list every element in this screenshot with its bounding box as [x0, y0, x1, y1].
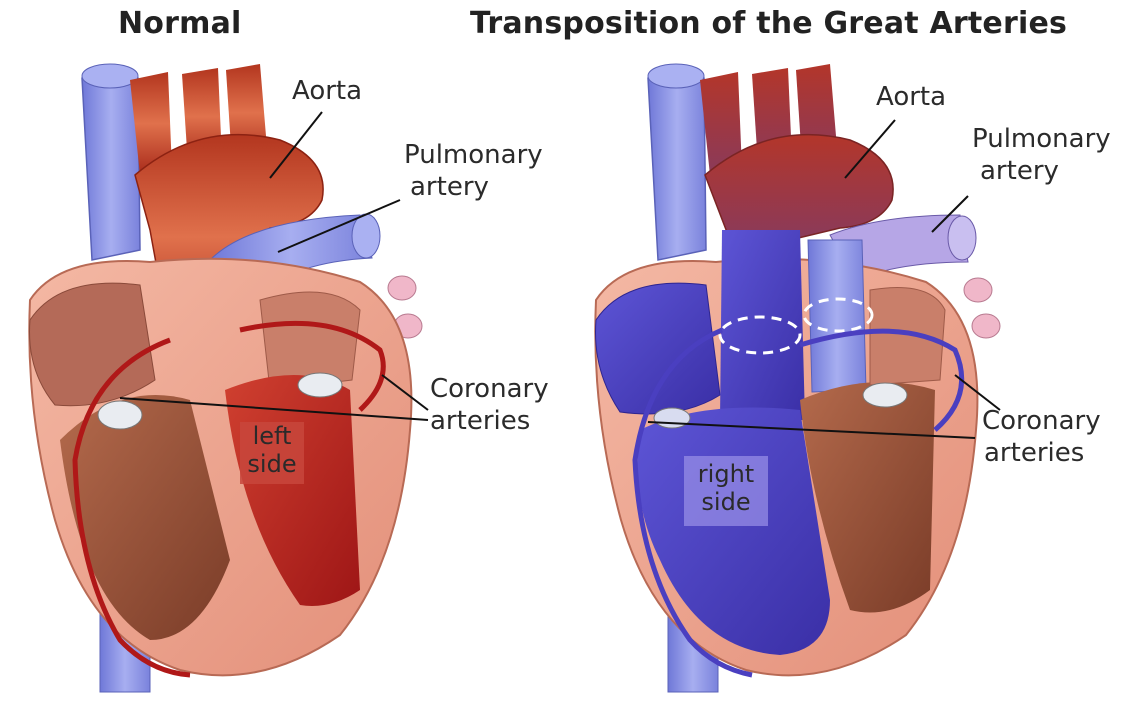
right-ventricle	[638, 408, 831, 656]
tga-pulmonary-label-line1: Pulmonary	[972, 124, 1111, 154]
superior-vena-cava	[648, 69, 706, 260]
pulmonary-opening	[948, 216, 976, 260]
tga-heart	[595, 64, 1000, 692]
normal-side-line2: side	[240, 450, 304, 478]
valve	[298, 373, 342, 397]
tga-coronary-label-line2: arteries	[984, 438, 1084, 468]
right-atrium	[596, 283, 721, 414]
tga-pulmonary-label-line2: artery	[980, 156, 1059, 186]
vena-cava-opening	[82, 64, 138, 88]
tga-side-line1: right	[684, 456, 768, 488]
tga-side-line2: side	[684, 488, 768, 516]
normal-aorta-label: Aorta	[292, 76, 362, 106]
right-atrium	[30, 283, 155, 406]
tga-right-side-label: right side	[684, 456, 768, 526]
pulmonary-vein	[964, 278, 992, 302]
left-atrium	[870, 288, 945, 386]
valve	[863, 383, 907, 407]
normal-coronary-label-line2: arteries	[430, 406, 530, 436]
vena-cava-opening	[648, 64, 704, 88]
superior-vena-cava	[82, 69, 140, 260]
normal-heart	[29, 64, 428, 692]
pulmonary-vein	[388, 276, 416, 300]
valve	[654, 408, 690, 428]
normal-left-side-label: left side	[240, 422, 304, 484]
normal-coronary-label-line1: Coronary	[430, 374, 549, 404]
transposed-pulmonary-root	[808, 240, 866, 392]
tga-aorta-label: Aorta	[876, 82, 946, 112]
tga-coronary-label-line1: Coronary	[982, 406, 1101, 436]
valve	[98, 401, 142, 429]
normal-pulmonary-label-line2: artery	[410, 172, 489, 202]
normal-side-line1: left	[240, 422, 304, 450]
pulmonary-opening	[352, 214, 380, 258]
normal-pulmonary-label-line1: Pulmonary	[404, 140, 543, 170]
pulmonary-vein	[972, 314, 1000, 338]
